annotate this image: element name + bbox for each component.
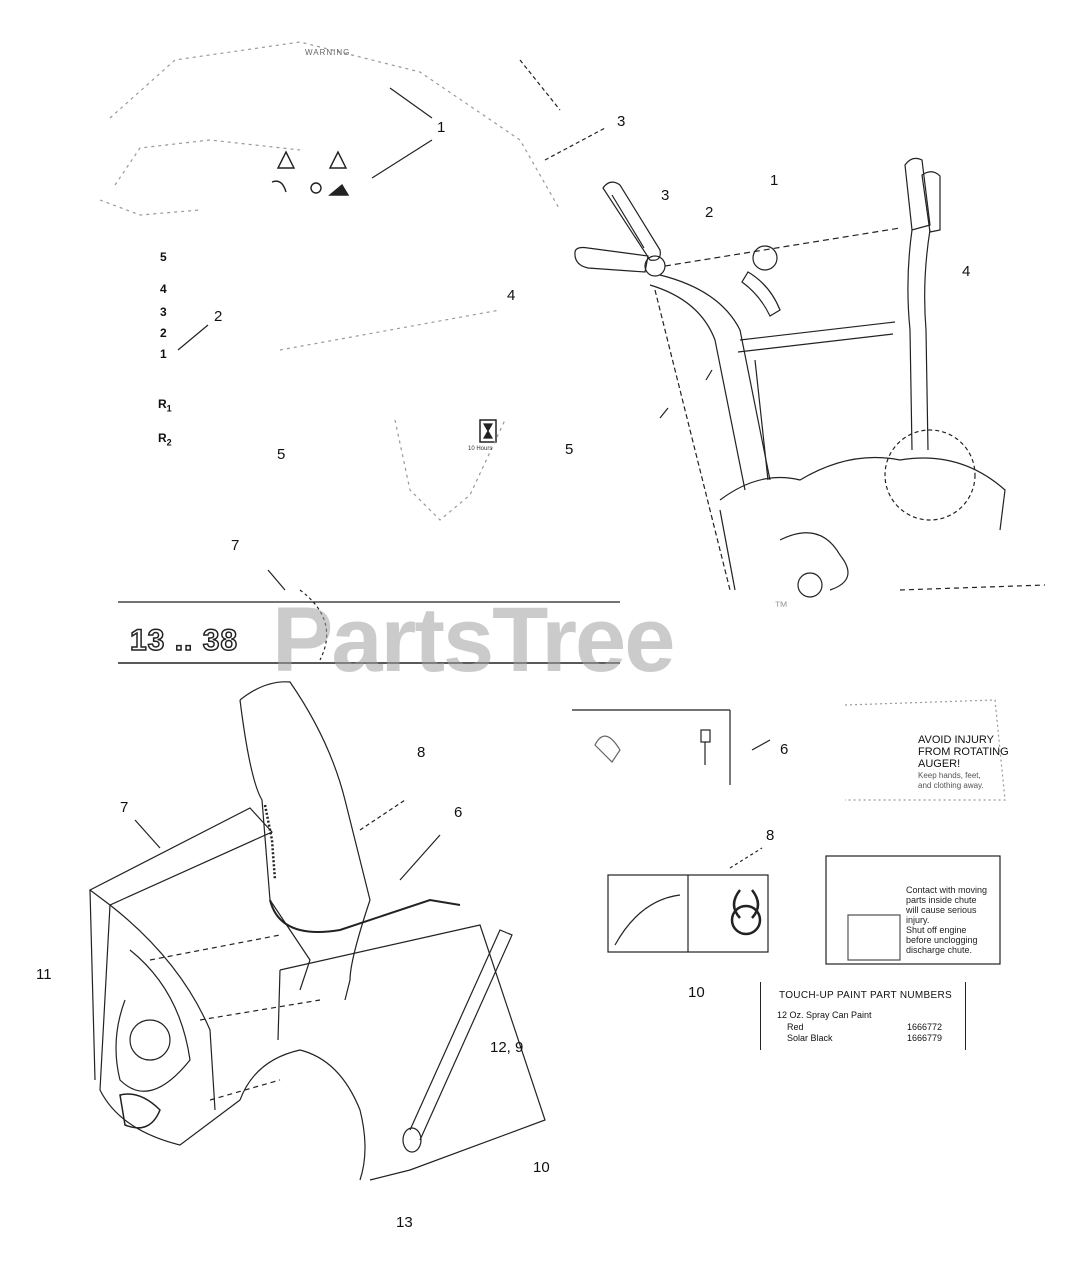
callout-10: 10 xyxy=(688,984,705,1001)
callout-12-9: 12, 9 xyxy=(490,1039,524,1056)
auger-warning-frame xyxy=(844,699,1006,801)
callout-7: 7 xyxy=(231,537,240,554)
leader-line xyxy=(544,127,606,161)
auger-decal-frame xyxy=(572,709,731,785)
auger-warning-title: AVOID INJURY FROM ROTATING AUGER! xyxy=(918,734,1009,770)
gear-label-2: 2 xyxy=(160,326,167,340)
callout-3: 3 xyxy=(617,113,626,130)
paint-row: Solar Black 1666779 xyxy=(787,1033,943,1043)
callout-4: 4 xyxy=(507,287,516,304)
callout-2: 2 xyxy=(705,204,714,221)
touch-up-paint-subtitle: 12 Oz. Spray Can Paint xyxy=(777,1010,872,1020)
chute-warning-text: Contact with moving parts inside chute w… xyxy=(906,885,988,955)
hour-meter-label: 10 Hours xyxy=(468,446,493,452)
trademark-symbol: ™ xyxy=(774,598,788,614)
callout-5: 5 xyxy=(565,441,574,458)
gear-label-5: 5 xyxy=(160,250,167,264)
warning-header-text: WARNING xyxy=(305,48,351,57)
paint-row: Red 1666772 xyxy=(787,1022,943,1032)
gear-label-r1: R1 xyxy=(158,397,172,414)
callout-13: 13 xyxy=(396,1214,413,1231)
callout-11: 11 xyxy=(36,966,52,983)
dash-panel-decal xyxy=(99,41,561,216)
callout-1: 1 xyxy=(770,172,779,189)
leader-line xyxy=(519,59,561,111)
warning-symbols xyxy=(271,150,350,196)
model-decal-text: 13 .. 38 xyxy=(129,623,239,658)
leader-line xyxy=(389,87,433,119)
auger-warning-body: Keep hands, feet, and clothing away. xyxy=(918,771,984,790)
callout-8: 8 xyxy=(417,744,426,761)
callout-1: 1 xyxy=(437,119,446,136)
gear-label-1: 1 xyxy=(160,347,167,361)
callout-7: 7 xyxy=(120,799,129,816)
handle-assembly xyxy=(574,157,1046,598)
hour-meter-icon xyxy=(479,419,497,443)
leader-line xyxy=(177,324,209,351)
touch-up-paint-title: TOUCH-UP PAINT PART NUMBERS xyxy=(779,990,952,1001)
gear-label-4: 4 xyxy=(160,282,167,296)
model-decal-stripes xyxy=(118,569,620,664)
gear-label-r2: R2 xyxy=(158,431,172,448)
auger-housing xyxy=(88,681,546,1181)
callout-8: 8 xyxy=(766,827,775,844)
callout-2: 2 xyxy=(214,308,223,325)
touch-up-paint-decal: TOUCH-UP PAINT PART NUMBERS 12 Oz. Spray… xyxy=(760,982,966,1050)
callout-10: 10 xyxy=(533,1159,550,1176)
callout-5: 5 xyxy=(277,446,286,463)
leader-line xyxy=(279,309,501,351)
callout-3: 3 xyxy=(661,187,670,204)
callout-4: 4 xyxy=(962,263,971,280)
gear-label-3: 3 xyxy=(160,305,167,319)
watermark-brand: PartsTree xyxy=(272,589,675,691)
callout-6: 6 xyxy=(454,804,463,821)
callout-6: 6 xyxy=(780,741,789,758)
chute-decal-frame xyxy=(607,855,1001,965)
leader-line xyxy=(371,139,433,179)
